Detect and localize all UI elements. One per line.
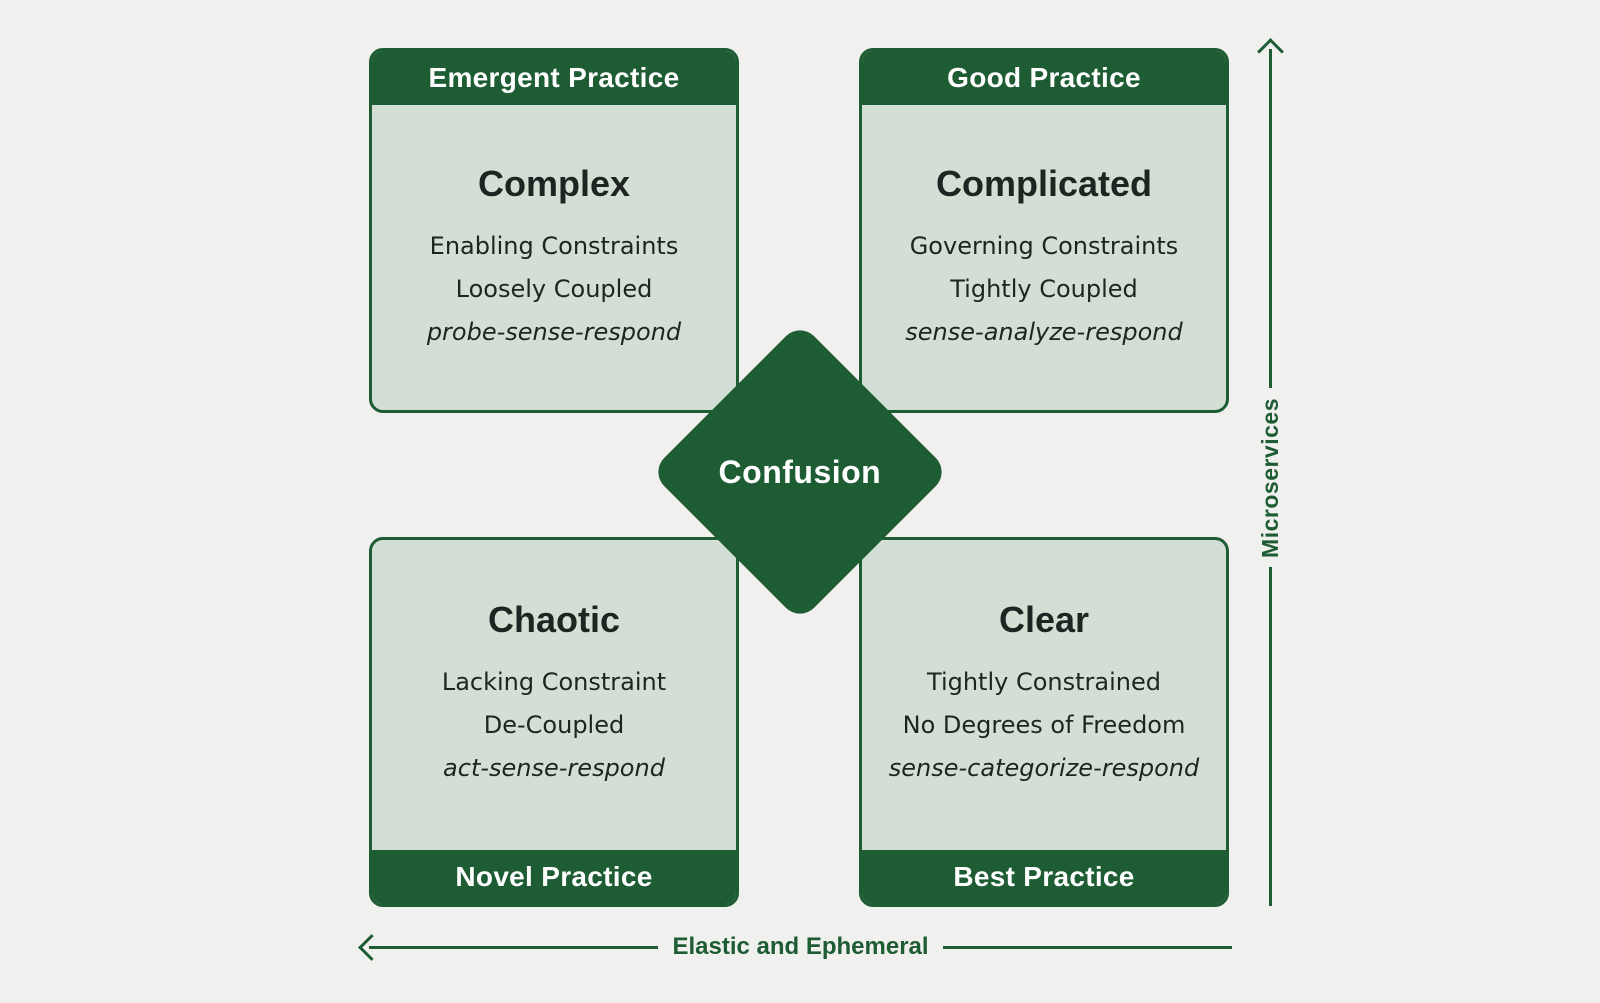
- vertical-axis: Microservices: [1256, 38, 1284, 906]
- arrow-left-icon: [358, 933, 385, 961]
- horizontal-axis: Elastic and Ephemeral: [358, 932, 1233, 962]
- quadrant-body: Complex Enabling Constraints Loosely Cou…: [372, 107, 736, 410]
- horizontal-axis-line: [369, 945, 659, 949]
- vertical-axis-line: [1268, 567, 1272, 906]
- quadrant-complicated: Good Practice Complicated Governing Cons…: [859, 48, 1229, 413]
- quadrant-approach: act-sense-respond: [443, 753, 665, 782]
- quadrant-title: Complicated: [935, 163, 1153, 204]
- quadrant-line: No Degrees of Freedom: [902, 710, 1186, 739]
- quadrant-approach: sense-analyze-respond: [905, 318, 1183, 346]
- quadrant-body: Complicated Governing Constraints Tightl…: [862, 107, 1226, 410]
- quadrant-approach: sense-categorize-respond: [888, 753, 1200, 782]
- quadrant-banner-novel-practice: Novel Practice: [372, 848, 736, 904]
- arrow-up-icon: [1256, 38, 1284, 65]
- quadrant-clear: Clear Tightly Constrained No Degrees of …: [859, 537, 1229, 907]
- quadrant-line: Loosely Coupled: [455, 275, 653, 303]
- quadrant-complex: Emergent Practice Complex Enabling Const…: [369, 48, 739, 413]
- quadrant-line: Governing Constraints: [909, 232, 1179, 260]
- quadrant-title: Clear: [998, 598, 1090, 640]
- quadrant-body: Clear Tightly Constrained No Degrees of …: [862, 540, 1226, 848]
- confusion-label: Confusion: [718, 453, 882, 490]
- vertical-axis-line: [1268, 49, 1272, 388]
- quadrant-banner-emergent-practice: Emergent Practice: [372, 51, 736, 107]
- quadrant-line: Tightly Constrained: [927, 667, 1161, 696]
- quadrant-title: Chaotic: [487, 598, 620, 640]
- quadrant-banner-good-practice: Good Practice: [862, 51, 1226, 107]
- quadrant-body: Chaotic Lacking Constraint De-Coupled ac…: [372, 540, 736, 848]
- quadrant-line: Tightly Coupled: [950, 275, 1138, 303]
- quadrant-line: De-Coupled: [483, 710, 625, 739]
- quadrant-title: Complex: [477, 163, 631, 204]
- quadrant-line: Lacking Constraint: [441, 667, 667, 696]
- quadrant-approach: probe-sense-respond: [426, 318, 682, 346]
- quadrant-banner-best-practice: Best Practice: [862, 848, 1226, 904]
- quadrant-chaotic: Chaotic Lacking Constraint De-Coupled ac…: [369, 537, 739, 907]
- horizontal-axis-label: Elastic and Ephemeral: [672, 933, 929, 960]
- quadrant-line: Enabling Constraints: [429, 232, 679, 260]
- vertical-axis-label: Microservices: [1256, 397, 1283, 558]
- horizontal-axis-line: [942, 945, 1233, 949]
